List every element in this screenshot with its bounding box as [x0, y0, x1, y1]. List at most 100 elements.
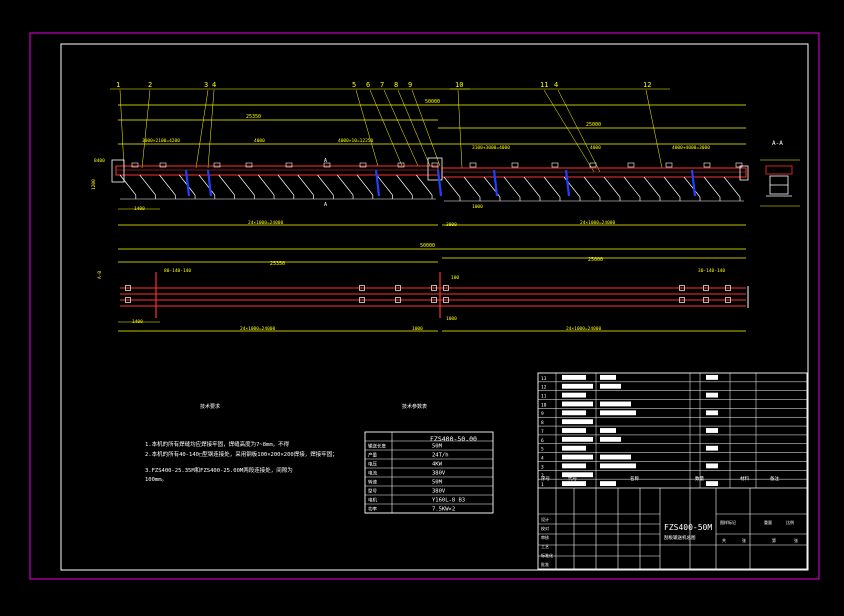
top-fitting	[511, 162, 519, 168]
callout-11b: 4	[554, 81, 558, 89]
blue-support	[564, 169, 571, 197]
plan-bracket	[703, 285, 709, 291]
parts-header: 数量	[695, 475, 704, 482]
callout-2: 2	[148, 81, 152, 89]
plan-bottom-left-pitch: 24×1000=24000	[240, 326, 276, 332]
plan-bracket	[431, 285, 437, 291]
spec-row-label: 电压	[368, 461, 377, 468]
parts-row-number: 4	[541, 455, 544, 461]
support-strut	[683, 176, 701, 198]
parts-row-name-block	[600, 454, 631, 460]
parts-row-number: 11	[541, 394, 547, 400]
dim-seg-left-1: 3000×2100=4200	[142, 138, 180, 144]
dim-bottom-small-2: 3000	[446, 222, 457, 228]
support-strut	[443, 176, 461, 198]
section-a-a	[760, 159, 800, 207]
dim-bottom-small-1: 1400	[134, 206, 145, 212]
support-strut	[723, 176, 741, 198]
plan-brackets	[125, 285, 731, 303]
sign-label: 校对	[541, 525, 549, 531]
parts-row-name-block	[600, 383, 621, 389]
support-strut	[463, 176, 481, 198]
parts-header: 材料	[740, 475, 749, 482]
parts-row-text-block	[562, 454, 593, 460]
parts-list: 13121110987654321序号代号名称数量材料备注设计校对审核工艺标准化…	[538, 373, 807, 567]
top-fitting	[131, 162, 139, 168]
plan-small-100: 100	[451, 275, 459, 281]
callout-10: 10	[455, 81, 463, 89]
drive-head-mid	[427, 157, 443, 181]
parts-row-number: 6	[541, 438, 544, 444]
parts-row-text-block	[562, 472, 593, 478]
plan-bracket	[725, 285, 731, 291]
top-fitting	[397, 162, 405, 168]
title-grid	[538, 487, 807, 569]
blue-support	[206, 169, 213, 197]
support-strut	[523, 176, 541, 198]
title-right-label: 共	[722, 537, 726, 543]
dim-small-left: 8400	[94, 158, 105, 164]
support-strut	[643, 176, 661, 198]
parts-row-number: 8	[541, 420, 544, 426]
top-fitting	[665, 162, 673, 168]
plan-bracket	[359, 297, 365, 303]
notes-heading-left: 技术要求	[200, 403, 220, 410]
spec-row-value: 24T/h	[432, 453, 449, 459]
spec-row-value: 7.5KW×2	[432, 507, 455, 513]
spec-title: FZS400-50.00	[430, 435, 477, 443]
support-strut	[376, 174, 393, 196]
dim-seg-right-1: 3100+3000=4000	[472, 145, 510, 151]
plan-bracket	[679, 285, 685, 291]
title-block: 13121110987654321序号代号名称数量材料备注设计校对审核工艺标准化…	[537, 372, 808, 570]
parts-row-name-block	[600, 375, 616, 380]
sign-label: 标准化	[541, 552, 553, 558]
plan-bracket	[125, 297, 131, 303]
parts-row-material-block	[706, 410, 718, 416]
parts-row-material-block	[706, 445, 718, 451]
spec-row-value: 4KW	[432, 462, 443, 468]
plan-bracket	[443, 285, 449, 291]
dim-bottom-left-pitch: 24×1000=24000	[248, 220, 284, 226]
title-right-label: 张	[794, 537, 798, 543]
plan-bracket	[125, 285, 131, 291]
parts-header: 代号	[568, 475, 577, 482]
title-right-label: 张	[742, 537, 746, 543]
parts-row-name-block	[600, 481, 616, 486]
section-mark-a-top: A	[324, 158, 327, 164]
top-fitting	[359, 162, 367, 168]
parts-row-material-block	[706, 463, 718, 469]
blue-support	[184, 169, 191, 197]
top-fitting	[285, 162, 293, 168]
parts-row-material-block	[706, 428, 718, 433]
parts-row-text-block	[562, 481, 586, 486]
support-strut	[119, 174, 137, 196]
sign-label: 工艺	[541, 544, 549, 549]
callout-3: 3	[204, 81, 208, 89]
parts-row-text-block	[562, 428, 586, 433]
dim-seg-right-2: 4000	[590, 145, 601, 151]
parts-row-name-block	[600, 428, 616, 433]
parts-row-text-block	[562, 401, 593, 407]
callout-6: 6	[366, 81, 370, 89]
support-strut	[317, 174, 334, 196]
elevation-view: 1 2 3 4 5 6 7 8 9 10 11 4 12 50000 2	[91, 81, 800, 228]
support-strut	[257, 174, 275, 196]
top-fitting	[159, 162, 167, 168]
note-line-4: 100mm。	[145, 477, 167, 483]
parts-row-text-block	[562, 436, 593, 442]
plan-bracket	[703, 297, 709, 303]
top-fitting	[469, 162, 477, 168]
top-fitting	[431, 162, 439, 168]
plan-left-span: 25350	[270, 261, 285, 267]
plan-bracket	[395, 285, 401, 291]
notes-heading-right: 技术参数表	[402, 403, 427, 410]
plan-small-3: 1000	[446, 316, 457, 322]
parts-header: 序号	[541, 475, 550, 482]
top-fitting	[627, 162, 635, 168]
blue-supports	[184, 169, 697, 197]
support-strut	[663, 176, 681, 198]
dim-left-span: 25350	[246, 114, 261, 120]
plan-overall-length: 50000	[420, 243, 435, 249]
plan-right-span: 25000	[588, 257, 603, 263]
title-right-label: 图样标记	[720, 519, 736, 525]
